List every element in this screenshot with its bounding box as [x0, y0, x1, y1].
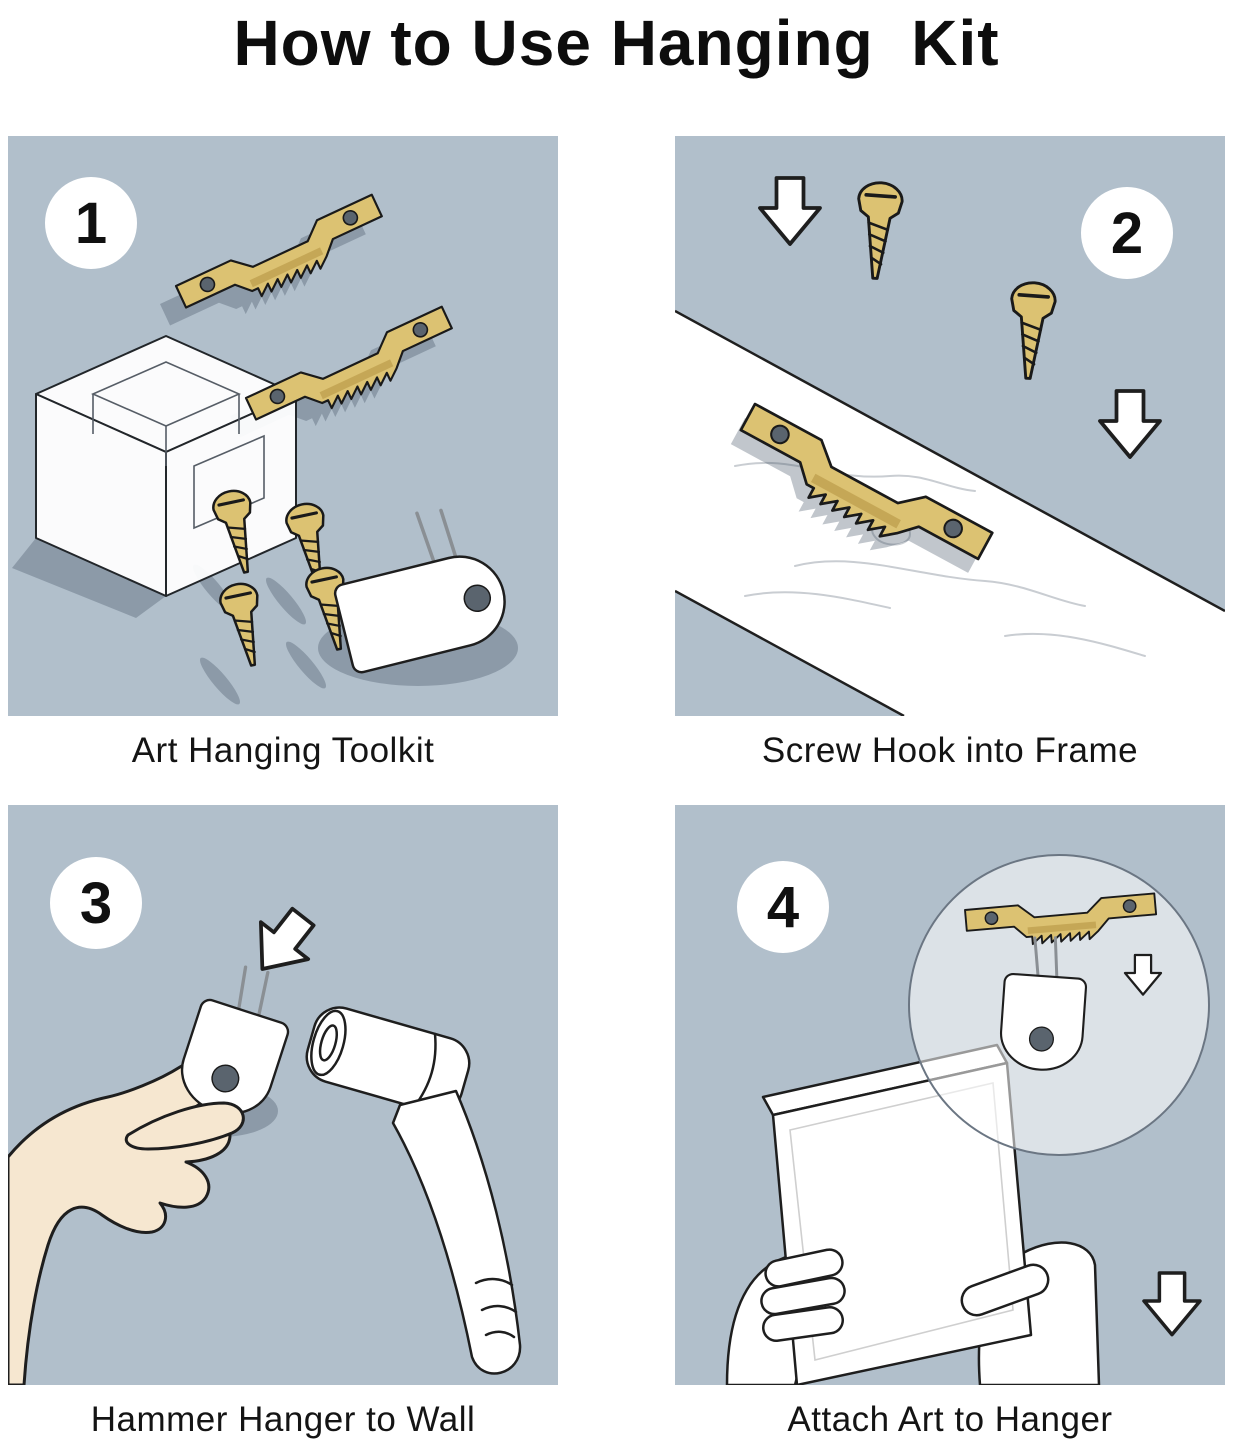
step-4: 4 — [675, 805, 1225, 1440]
screw-icon — [1004, 279, 1059, 382]
step-4-caption: Attach Art to Hanger — [787, 1400, 1113, 1439]
step-number-badge: 3 — [50, 857, 142, 949]
step-3: 3 — [8, 805, 558, 1440]
down-arrow-icon — [1098, 389, 1162, 459]
hammer-illustration — [8, 896, 522, 1385]
steps-grid: 1 — [0, 136, 1233, 1440]
frame-illustration — [675, 176, 1225, 716]
page-title: How to Use Hanging Kit — [233, 7, 1000, 79]
hammer-icon — [305, 1006, 522, 1375]
toolkit-illustration — [12, 136, 518, 705]
step-2: 2 — [675, 136, 1225, 771]
plastic-hanger-icon — [333, 508, 506, 674]
step-number-badge: 1 — [45, 177, 137, 269]
step-1: 1 — [8, 136, 558, 771]
fingers — [760, 1248, 846, 1343]
step-3-panel: 3 — [8, 805, 558, 1385]
screw-icon — [851, 179, 906, 282]
thumb — [960, 1263, 1050, 1317]
step-2-panel: 2 — [675, 136, 1225, 716]
step-number-badge: 4 — [737, 861, 829, 953]
attach-illustration — [725, 854, 1210, 1385]
step-1-panel: 1 — [8, 136, 558, 716]
down-arrow-icon — [758, 176, 822, 246]
step-number-badge: 2 — [1081, 187, 1173, 279]
thumb — [124, 1101, 245, 1151]
step-1-caption: Art Hanging Toolkit — [131, 731, 435, 770]
step-4-panel: 4 — [675, 805, 1225, 1385]
step-3-caption: Hammer Hanger to Wall — [90, 1400, 476, 1439]
screw-icon — [215, 578, 273, 671]
down-arrow-icon — [1142, 1271, 1202, 1337]
down-left-arrow-icon — [236, 896, 329, 990]
step-2-caption: Screw Hook into Frame — [761, 731, 1139, 770]
